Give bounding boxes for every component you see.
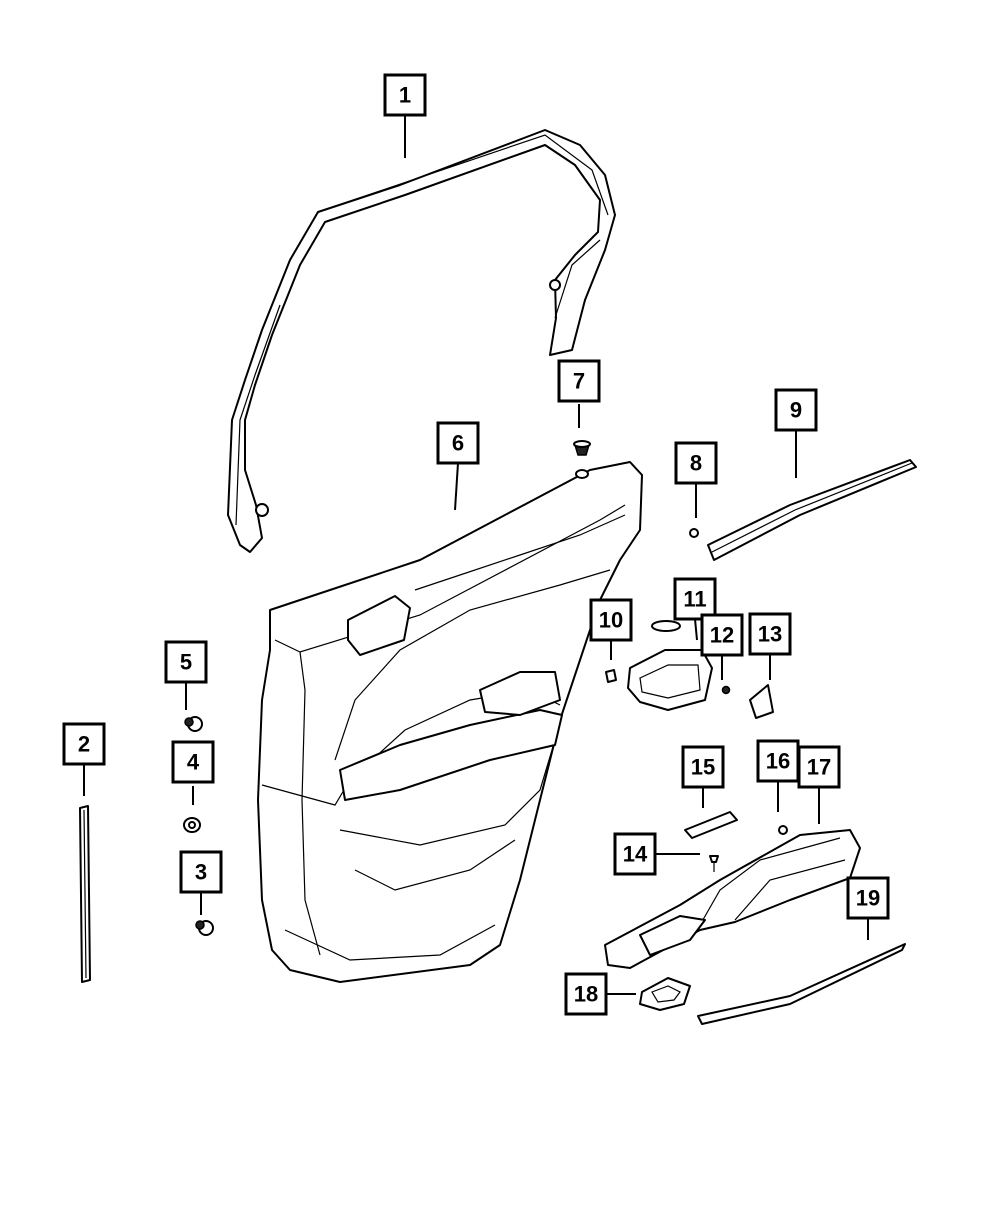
callout-14: 14 xyxy=(613,832,657,876)
callout-19: 19 xyxy=(846,876,890,920)
svg-text:12: 12 xyxy=(710,623,734,648)
part-14-screw xyxy=(709,855,719,872)
svg-text:7: 7 xyxy=(573,369,585,394)
part-1-weatherstrip xyxy=(227,129,616,553)
part-17-armrest xyxy=(604,829,861,969)
callout-1: 1 xyxy=(383,73,427,117)
part-12-screw xyxy=(721,685,731,695)
callout-10: 10 xyxy=(589,598,633,642)
callout-12: 12 xyxy=(700,613,744,657)
callout-6: 6 xyxy=(436,421,480,465)
part-10-clip xyxy=(605,669,617,683)
svg-text:6: 6 xyxy=(452,431,464,456)
part-13-cover xyxy=(749,684,774,719)
svg-text:11: 11 xyxy=(683,587,706,612)
svg-text:2: 2 xyxy=(78,732,90,757)
svg-text:15: 15 xyxy=(691,755,715,780)
callout-15: 15 xyxy=(681,745,725,789)
svg-text:13: 13 xyxy=(758,622,782,647)
svg-text:10: 10 xyxy=(599,608,623,633)
svg-text:3: 3 xyxy=(195,860,207,885)
callout-8: 8 xyxy=(674,441,718,485)
svg-text:17: 17 xyxy=(807,755,831,780)
callout-9: 9 xyxy=(774,388,818,432)
svg-text:16: 16 xyxy=(766,749,790,774)
part-11-inside-handle xyxy=(627,620,713,711)
callout-13: 13 xyxy=(748,612,792,656)
svg-text:4: 4 xyxy=(187,750,200,775)
svg-text:14: 14 xyxy=(623,842,648,867)
callout-2: 2 xyxy=(62,722,106,766)
callout-7: 7 xyxy=(557,359,601,403)
svg-text:1: 1 xyxy=(399,83,411,108)
callout-11: 11 xyxy=(673,577,717,621)
part-19-lower-molding xyxy=(697,943,906,1025)
callout-16: 16 xyxy=(756,739,800,783)
part-15-trim-piece xyxy=(684,811,738,839)
part-9-belt-molding xyxy=(707,459,917,561)
part-7-plug xyxy=(573,440,591,456)
part-18-bracket xyxy=(639,977,691,1011)
part-16-clip xyxy=(778,825,788,835)
callout-4: 4 xyxy=(171,740,215,784)
callout-17: 17 xyxy=(797,745,841,789)
part-6-door-trim-panel xyxy=(257,461,643,983)
part-5-clip xyxy=(184,716,203,732)
svg-text:19: 19 xyxy=(856,886,880,911)
svg-text:18: 18 xyxy=(574,982,598,1007)
svg-text:8: 8 xyxy=(690,451,702,476)
svg-text:5: 5 xyxy=(180,650,192,675)
leader-lines xyxy=(83,115,869,995)
part-8-screw xyxy=(689,528,699,538)
part-4-washer xyxy=(183,817,201,833)
callout-3: 3 xyxy=(179,850,223,894)
part-3-clip xyxy=(195,920,214,936)
callout-18: 18 xyxy=(564,972,608,1016)
part-2-seal-strip xyxy=(79,805,91,983)
svg-text:9: 9 xyxy=(790,398,802,423)
callout-5: 5 xyxy=(164,640,208,684)
